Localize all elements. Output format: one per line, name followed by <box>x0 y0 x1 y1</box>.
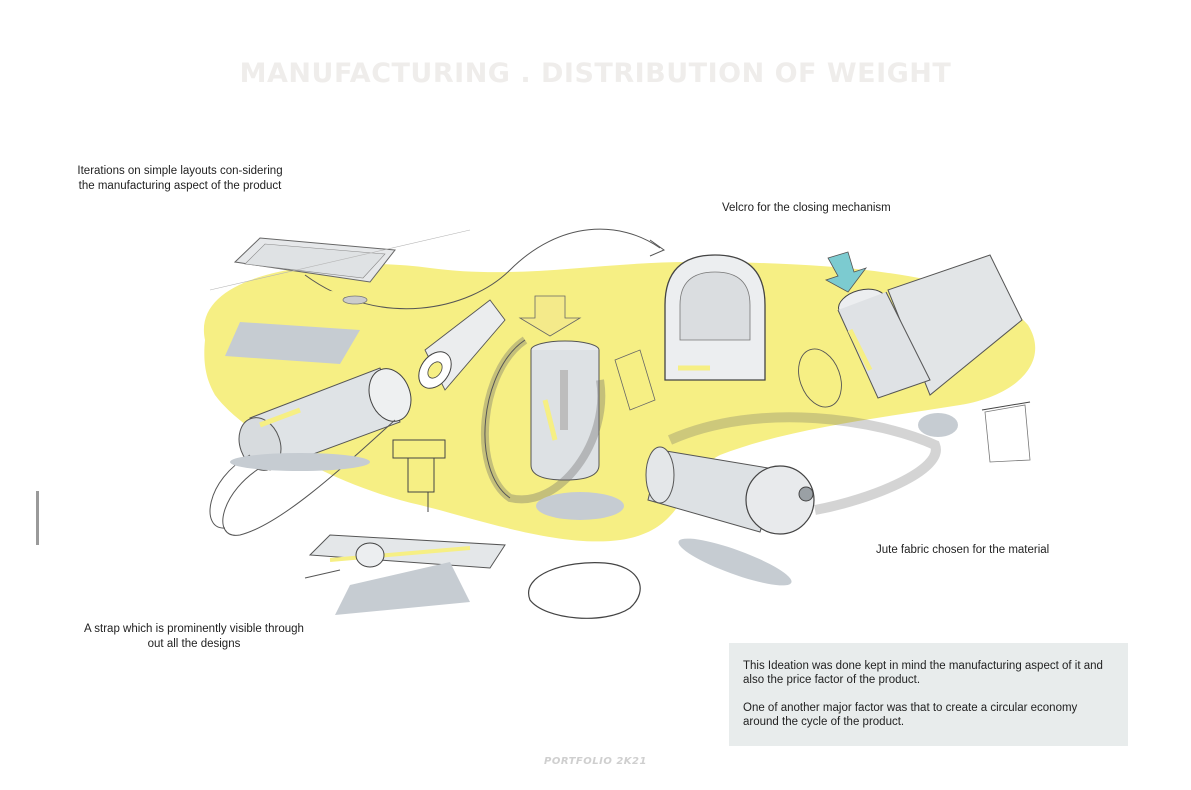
info-paragraph-2: One of another major factor was that to … <box>743 702 1078 728</box>
info-paragraph-1: This Ideation was done kept in mind the … <box>743 660 1103 686</box>
note-iterations: Iterations on simple layouts con-siderin… <box>77 165 283 192</box>
footer-portfolio-label: PORTFOLIO 2K21 <box>544 756 647 767</box>
hanging-piece-sketch <box>981 401 1031 463</box>
large-roll-bag-sketch <box>645 412 941 586</box>
flow-arrow <box>304 228 661 310</box>
velcro-arch-sketch <box>664 254 766 381</box>
rounded-pad-sketch <box>528 562 641 619</box>
note-jute: Jute fabric chosen for the material <box>876 544 1050 556</box>
note-strap: A strap which is prominently visible thr… <box>84 623 304 650</box>
center-bag-sketch <box>481 295 624 520</box>
t-part-sketch <box>392 439 446 512</box>
flow-arrowhead <box>649 239 666 257</box>
shadow-plane <box>225 322 360 364</box>
box-sketch <box>614 349 656 411</box>
roll-sheet-sketch <box>837 254 1023 437</box>
page-title: MANUFACTURING . DISTRIBUTION OF WEIGHT <box>239 58 952 89</box>
shadow-plane-lower <box>335 562 470 615</box>
info-box: This Ideation was done kept in mind the … <box>729 643 1128 746</box>
down-arrow-cyan <box>825 251 868 293</box>
side-scroll-marker <box>36 491 39 545</box>
unrolled-layout-sketch <box>304 534 506 615</box>
down-arrow-yellow <box>518 295 582 337</box>
note-velcro: Velcro for the closing mechanism <box>722 202 891 214</box>
ring-sketch <box>798 348 842 408</box>
yellow-highlight-blob <box>203 262 1036 542</box>
cylinder-bag-sketch <box>209 367 412 536</box>
cone-tube-sketch <box>418 299 506 391</box>
